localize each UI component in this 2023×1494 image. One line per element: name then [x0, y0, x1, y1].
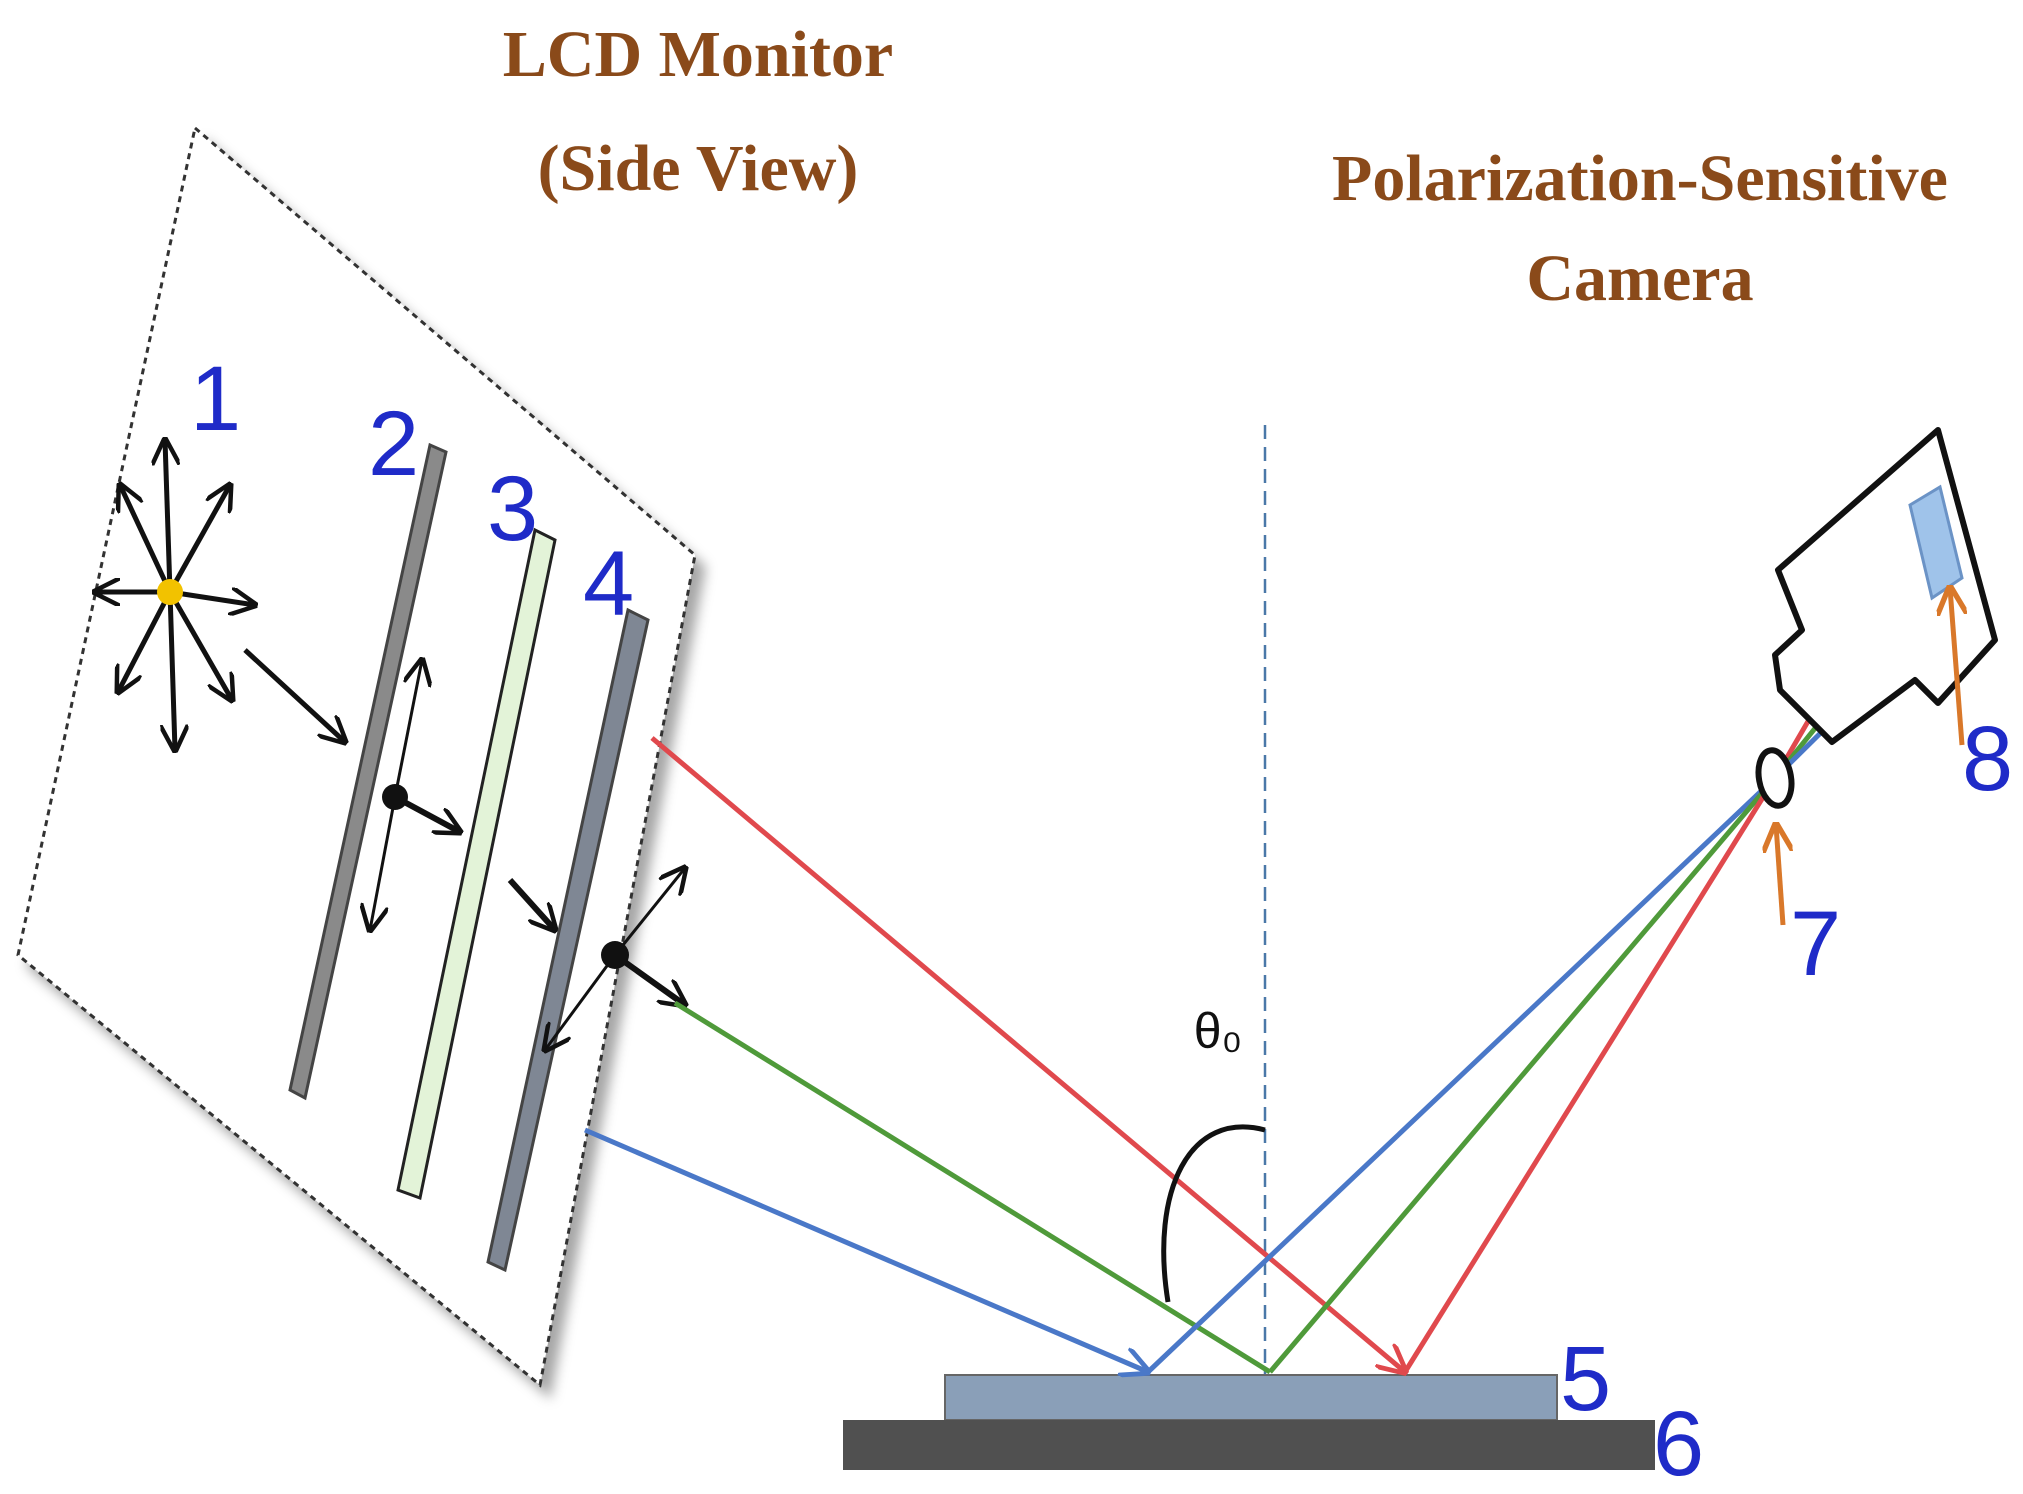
sensor-pointer	[1950, 588, 1962, 746]
output-polarization	[545, 868, 685, 1050]
lcd-title-line1: LCD Monitor	[503, 18, 893, 91]
label-2: 2	[368, 393, 419, 495]
camera-title-line1: Polarization-Sensitive	[1332, 142, 1948, 215]
camera-body	[1772, 427, 1998, 745]
polarizer-plate	[288, 442, 448, 1101]
front-polarizer-plate	[486, 607, 650, 1273]
incident-ray-green	[673, 1000, 1272, 1375]
reflected-ray-green	[1268, 776, 1777, 1374]
label-4: 4	[583, 533, 634, 635]
label-3: 3	[487, 458, 538, 560]
camera-aperture	[1755, 747, 1795, 809]
reflected-ray-blue	[1146, 776, 1777, 1374]
label-8: 8	[1962, 708, 2013, 810]
camera-sensor	[1908, 484, 1964, 601]
lc-arrow	[507, 877, 555, 930]
incident-ray-blue	[584, 1127, 1148, 1372]
lcd-monitor-housing	[16, 125, 697, 1388]
label-7: 7	[1790, 893, 1841, 995]
incident-ray-red	[650, 736, 1405, 1372]
incidence-angle-label: θ₀	[1194, 1003, 1243, 1059]
lcd-title-line2: (Side View)	[538, 132, 859, 205]
polarizer-dot	[382, 784, 408, 810]
label-5: 5	[1560, 1328, 1611, 1430]
label-1: 1	[190, 348, 241, 450]
substrate	[843, 1420, 1655, 1470]
incident-arrow	[243, 648, 345, 742]
incidence-angle-arc	[1161, 1124, 1266, 1303]
front-polarizer-dot	[601, 941, 629, 969]
label-6: 6	[1653, 1393, 1704, 1494]
source-dot	[157, 579, 183, 605]
reflected-ray-red	[1402, 776, 1778, 1374]
liquid-crystal-layer	[396, 527, 557, 1201]
light-source	[95, 440, 255, 750]
sample-layer	[944, 1374, 1558, 1421]
camera-title-line2: Camera	[1526, 242, 1753, 315]
aperture-pointer	[1776, 825, 1783, 926]
